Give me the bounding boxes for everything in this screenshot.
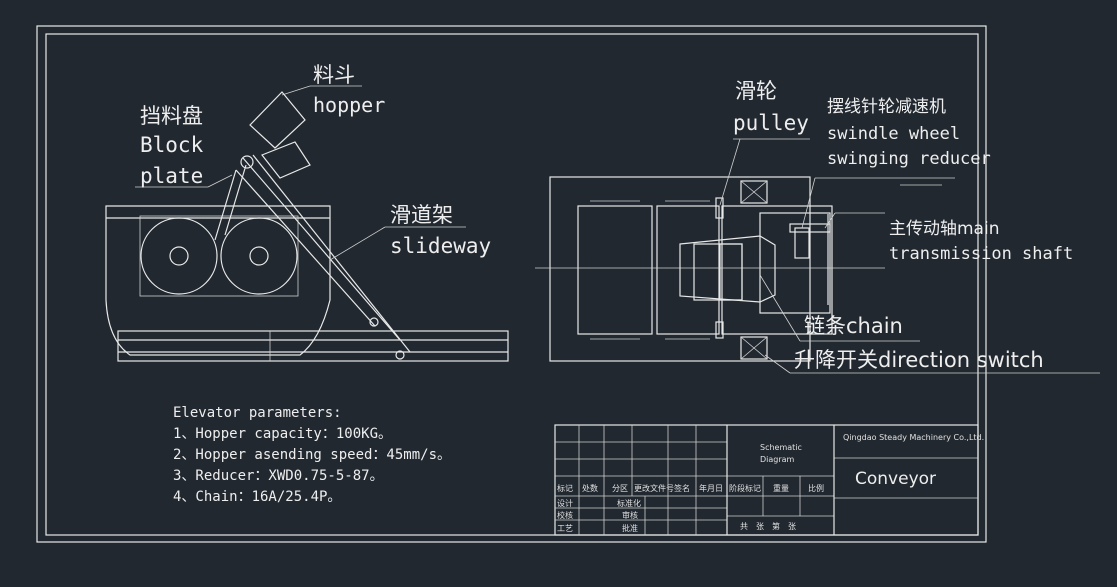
- parameter-item: 3、Reducer：XWD0.75-5-87。: [173, 468, 384, 484]
- company-name: Qingdao Steady Machinery Co.,Ltd.: [843, 433, 984, 442]
- tb-header: 处数: [582, 483, 598, 493]
- tb-header: 重量: [773, 483, 789, 493]
- pulley-cn-label: 滑轮: [735, 79, 777, 103]
- shaft-cn-label: 主传动轴main: [889, 219, 999, 239]
- parameters-title: Elevator parameters:: [173, 405, 342, 421]
- parameter-item: 4、Chain：16A/25.4P。: [173, 489, 341, 505]
- reducer-en-label-1: swindle wheel: [827, 124, 960, 144]
- drawing-name: Conveyor: [855, 469, 936, 489]
- tb-role: 校核: [557, 510, 573, 520]
- chain-label: 链条chain: [804, 314, 903, 338]
- slideway-cn-label: 滑道架: [390, 203, 453, 227]
- top-view: [535, 138, 1100, 374]
- inner-border: [45, 33, 979, 536]
- block-plate-en-label-1: Block: [140, 133, 204, 157]
- tb-role: 审核: [622, 510, 638, 520]
- tb-role: 批准: [622, 523, 638, 533]
- sheet-label: 共 张 第 张: [740, 521, 796, 531]
- parameter-item: 2、Hopper asending speed：45mm/s。: [173, 447, 451, 463]
- tb-header: 更改文件号: [634, 483, 674, 493]
- side-view: [105, 85, 509, 362]
- tb-role: 标准化: [617, 498, 641, 508]
- reducer-en-label-2: swinging reducer: [827, 149, 991, 169]
- reducer-cn-label: 摆线针轮减速机: [827, 97, 946, 117]
- tb-header: 比例: [808, 483, 824, 493]
- block-plate-cn-label: 挡料盘: [140, 104, 203, 128]
- direction-switch-label: 升降开关direction switch: [794, 348, 1044, 372]
- tb-header: 签名: [674, 483, 690, 493]
- tb-role: 设计: [557, 498, 573, 508]
- tb-header: 年月日: [699, 483, 723, 493]
- hopper-en-label: hopper: [313, 93, 385, 117]
- tb-header: 分区: [612, 484, 628, 493]
- schematic-label-1: Schematic: [760, 443, 802, 452]
- slideway-en-label: slideway: [390, 234, 491, 258]
- parameters-block: Elevator parameters: 1、Hopper capacity：1…: [173, 405, 451, 505]
- outer-border: [36, 25, 987, 543]
- pulley-en-label: pulley: [733, 111, 809, 135]
- tb-header: 标记: [557, 483, 573, 493]
- schematic-label-2: Diagram: [760, 455, 795, 464]
- tb-header: 阶段标记: [729, 483, 761, 493]
- title-block: 标记 处数 分区 更改文件号 签名 年月日 阶段标记 重量 比例 设计 校核 工…: [554, 424, 984, 536]
- hopper-cn-label: 料斗: [313, 63, 355, 87]
- block-plate-en-label-2: plate: [140, 164, 203, 188]
- shaft-en-label: transmission shaft: [889, 244, 1073, 264]
- parameter-item: 1、Hopper capacity：100KG。: [173, 426, 392, 442]
- tb-role: 工艺: [557, 524, 573, 533]
